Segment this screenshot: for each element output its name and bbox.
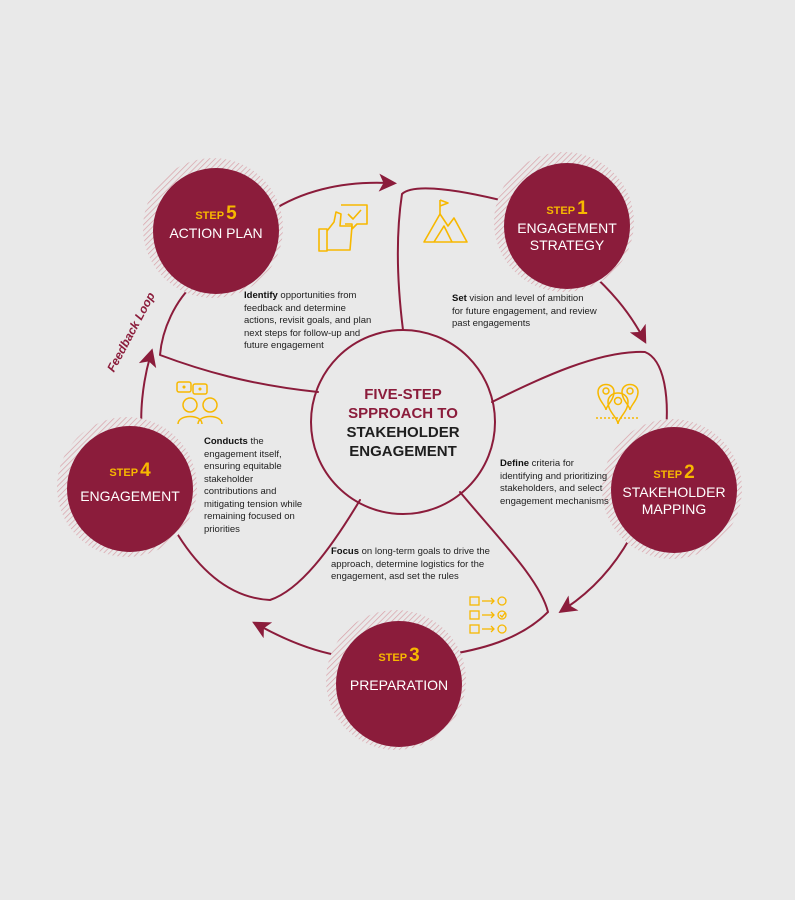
step-5-description-keyword: Identify xyxy=(244,290,278,301)
step-2-name-line-1: STAKEHOLDER xyxy=(622,484,726,500)
step-5-name-line-1: ACTION PLAN xyxy=(169,225,263,241)
step-4-name-line-1: ENGAGEMENT xyxy=(80,488,180,504)
petal-top-right xyxy=(491,350,668,441)
step-1-node xyxy=(494,152,634,292)
petal-lines xyxy=(159,187,668,657)
step-3-word: STEP xyxy=(378,652,408,664)
thumbs-up-check-icon xyxy=(318,204,368,252)
step-5-description: Identify opportunities from feedback and… xyxy=(244,290,380,353)
step-3-number: 3 xyxy=(409,645,420,666)
center-title-line-2: SPPROACH TO xyxy=(348,405,458,422)
step-5-word: STEP xyxy=(195,210,225,222)
arrow-5-to-1 xyxy=(269,173,397,213)
arrow-3-to-4 xyxy=(252,621,337,656)
step-4-node xyxy=(57,417,197,557)
step-4-number: 4 xyxy=(140,460,151,481)
step-1-number: 1 xyxy=(577,198,588,219)
step-3-description-text: on long-term goals to drive the approach… xyxy=(331,546,490,582)
step-1-word: STEP xyxy=(546,205,576,217)
step-2-node xyxy=(602,419,742,559)
petal-bottom-left xyxy=(177,499,361,601)
step-3-description: Focus on long-term goals to drive the ap… xyxy=(331,546,501,584)
step-2-description: Define criteria for identifying and prio… xyxy=(500,458,610,508)
step-4-description-keyword: Conducts xyxy=(204,436,248,447)
checklist-icon xyxy=(469,596,507,634)
flow-arrows xyxy=(138,173,647,656)
step-3-description-keyword: Focus xyxy=(331,546,359,557)
step-1-description-text: vision and level of ambition for future … xyxy=(452,293,597,329)
center-title-line-4: ENGAGEMENT xyxy=(349,443,457,460)
step-1-description: Set vision and level of ambition for fut… xyxy=(452,293,597,331)
petal-top xyxy=(396,187,521,331)
step-5-node xyxy=(143,158,283,298)
center-title-line-3: STAKEHOLDER xyxy=(346,424,460,441)
step-2-word: STEP xyxy=(653,469,683,481)
step-1-name-line-1: ENGAGEMENT xyxy=(517,220,617,236)
step-5-description-text: opportunities from feedback and determin… xyxy=(244,290,372,351)
step-4-description-text: the engagement itself, ensuring equitabl… xyxy=(204,436,303,535)
arrow-2-to-3 xyxy=(558,537,631,613)
people-chat-icon xyxy=(176,381,223,425)
step-3-name-line-1: PREPARATION xyxy=(349,677,449,693)
step-3-node xyxy=(326,610,466,750)
center-title-line-1: FIVE-STEP xyxy=(364,386,442,403)
step-1-name-line-2: STRATEGY xyxy=(529,237,605,253)
center-title: FIVE-STEP SPPROACH TO STAKEHOLDER ENGAGE… xyxy=(318,385,488,461)
mountain-peak-flag-icon xyxy=(423,199,468,243)
step-1-description-keyword: Set xyxy=(452,293,467,304)
step-2-name-line-2: MAPPING xyxy=(641,501,707,517)
step-2-description-keyword: Define xyxy=(500,458,530,469)
step-2-description-text: criteria for identifying and prioritizin… xyxy=(500,458,609,507)
step-4-description: Conducts the engagement itself, ensuring… xyxy=(204,436,309,536)
step-2-number: 2 xyxy=(684,462,695,483)
location-pins-people-icon xyxy=(596,383,640,425)
petal-bottom-right xyxy=(439,491,549,657)
step-4-word: STEP xyxy=(109,467,139,479)
petal-top-left xyxy=(159,281,319,393)
step-5-number: 5 xyxy=(226,203,237,224)
